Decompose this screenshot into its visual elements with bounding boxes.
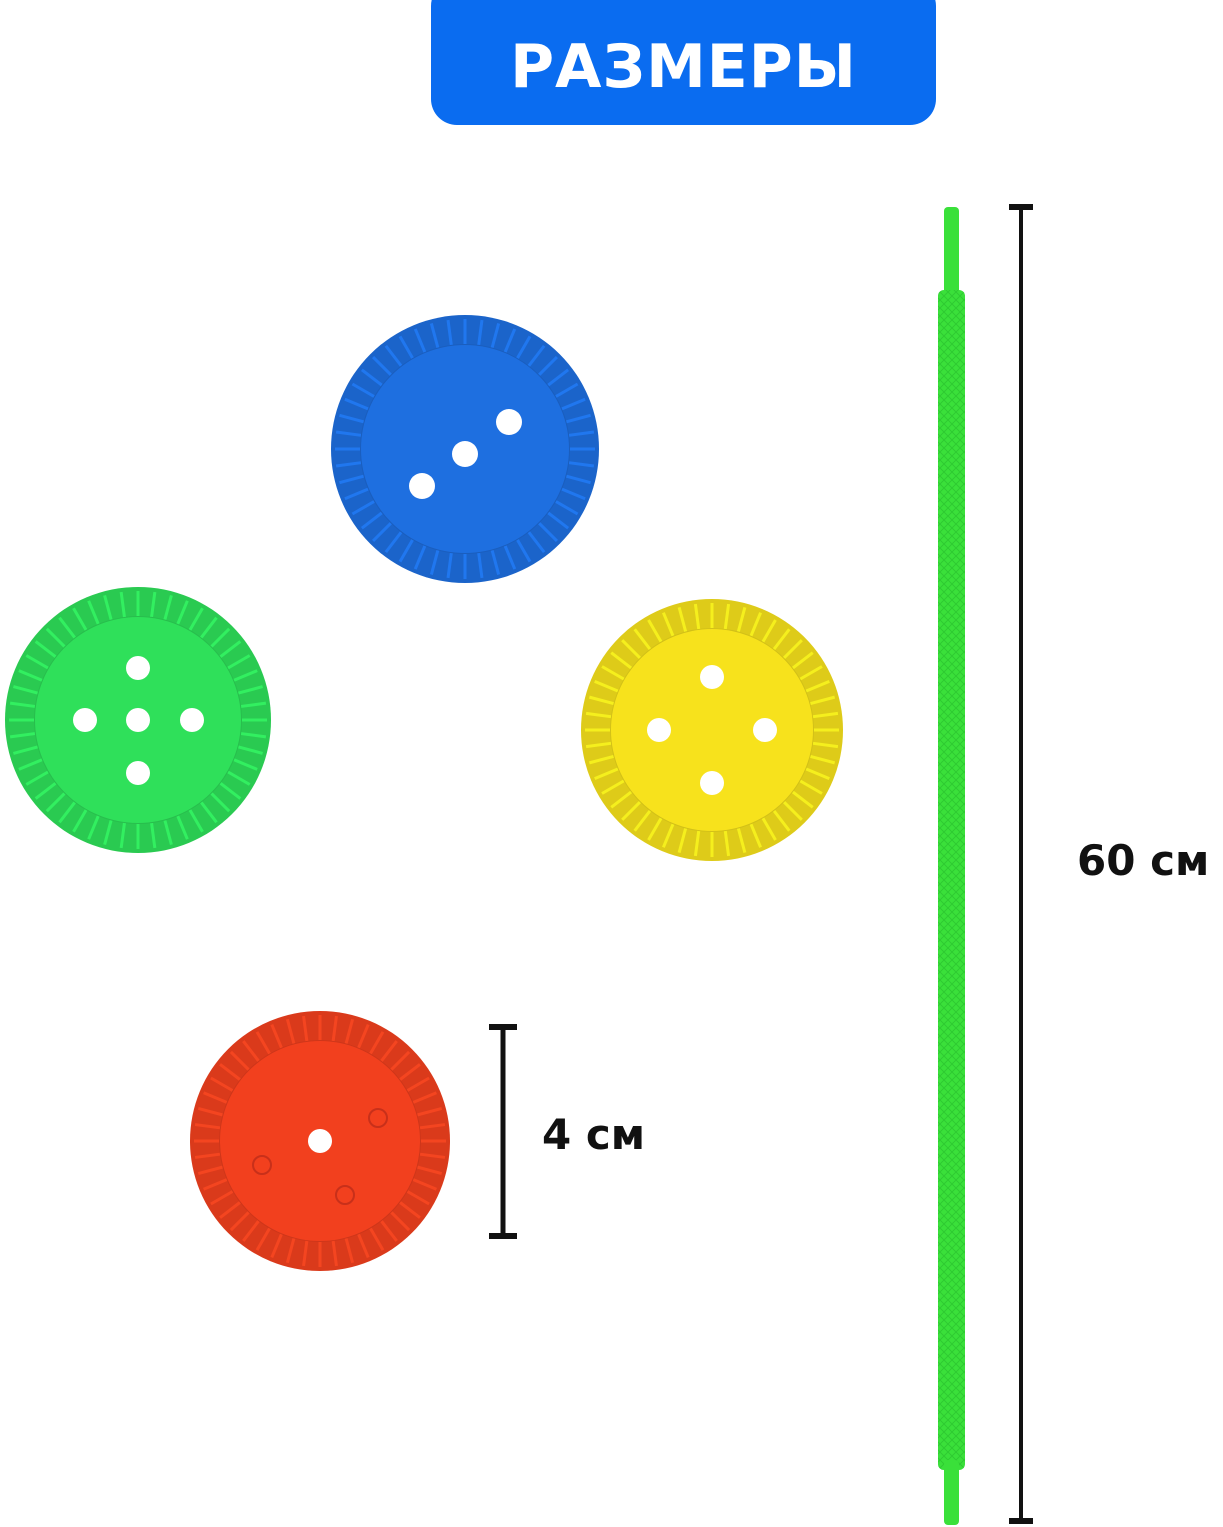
- page-title: РАЗМЕРЫ: [510, 32, 857, 102]
- stick-length-label: 60 см: [1077, 836, 1210, 885]
- header-badge: РАЗМЕРЫ: [431, 0, 936, 125]
- stick-dimension-line: [1009, 204, 1033, 1524]
- green-stick: [938, 207, 965, 1525]
- blue-button: [331, 315, 599, 583]
- yellow-button: [581, 599, 843, 861]
- red-button: [190, 1011, 450, 1271]
- green-button: [5, 587, 271, 853]
- button-diameter-label: 4 см: [542, 1110, 646, 1159]
- button-dimension-line: [489, 1024, 517, 1239]
